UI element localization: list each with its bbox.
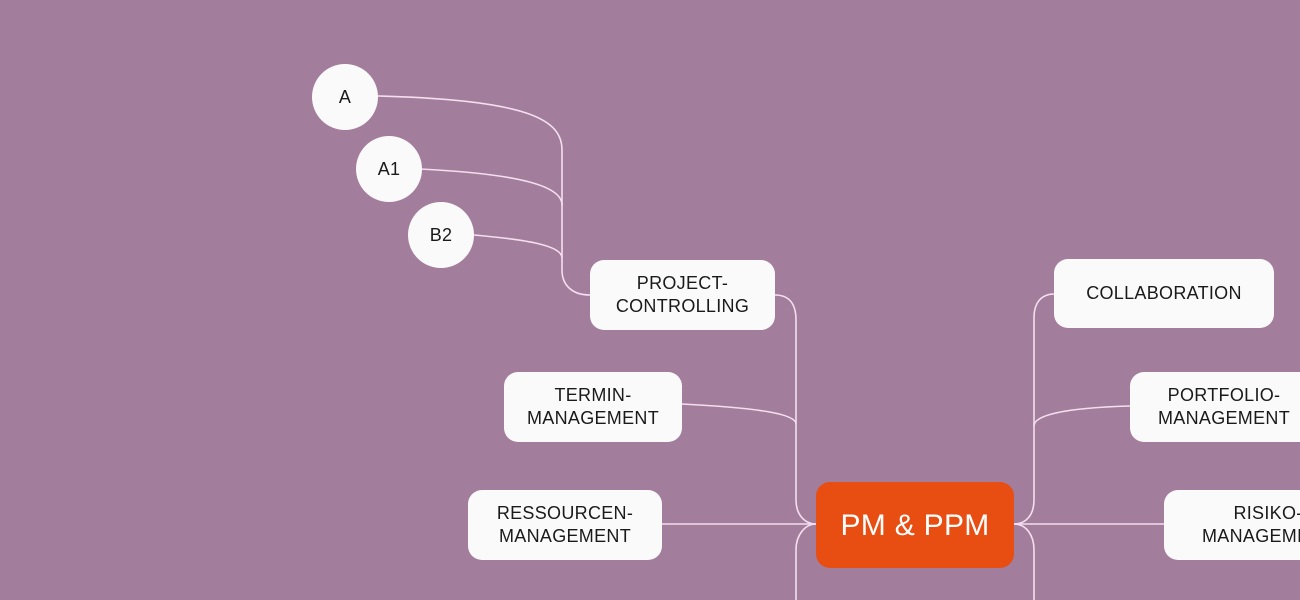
node-project-controlling-label: PROJECT- CONTROLLING <box>615 273 750 316</box>
root-node-label: PM & PPM <box>840 508 990 542</box>
connector-project-controlling <box>774 294 817 525</box>
connector-a1 <box>419 168 563 206</box>
node-risiko-management[interactable]: RISIKO- MANAGEMENT <box>1164 490 1300 560</box>
node-portfolio-management-label: PORTFOLIO- MANAGEMENT <box>1158 385 1291 428</box>
connector-bottom-right <box>1013 523 1035 600</box>
connector-portfolio-management <box>1033 405 1131 427</box>
leaf-node-a1-label: A1 <box>377 158 401 179</box>
node-termin-management[interactable]: TERMIN- MANAGEMENT <box>504 372 682 442</box>
leaf-node-b2[interactable]: B2 <box>408 202 474 268</box>
leaf-node-a-label: A <box>338 86 352 107</box>
leaf-node-b2-label: B2 <box>429 224 453 245</box>
root-node[interactable]: PM & PPM <box>816 482 1014 568</box>
leaf-node-a1[interactable]: A1 <box>356 136 422 202</box>
connector-a <box>377 95 591 296</box>
node-ressourcen-management-label: RESSOURCEN- MANAGEMENT <box>496 503 634 546</box>
leaf-node-a[interactable]: A <box>312 64 378 130</box>
node-collaboration[interactable]: COLLABORATION <box>1054 259 1274 328</box>
node-collaboration-label: COLLABORATION <box>1086 283 1242 303</box>
connector-termin-management <box>681 403 797 425</box>
node-portfolio-management[interactable]: PORTFOLIO- MANAGEMENT <box>1130 372 1300 442</box>
node-ressourcen-management[interactable]: RESSOURCEN- MANAGEMENT <box>468 490 662 560</box>
connector-b2 <box>473 234 563 259</box>
connector-collaboration <box>1013 293 1055 525</box>
node-risiko-management-label: RISIKO- MANAGEMENT <box>1202 503 1300 546</box>
connector-bottom-left <box>795 523 817 600</box>
node-project-controlling[interactable]: PROJECT- CONTROLLING <box>590 260 775 330</box>
node-termin-management-label: TERMIN- MANAGEMENT <box>526 385 659 428</box>
